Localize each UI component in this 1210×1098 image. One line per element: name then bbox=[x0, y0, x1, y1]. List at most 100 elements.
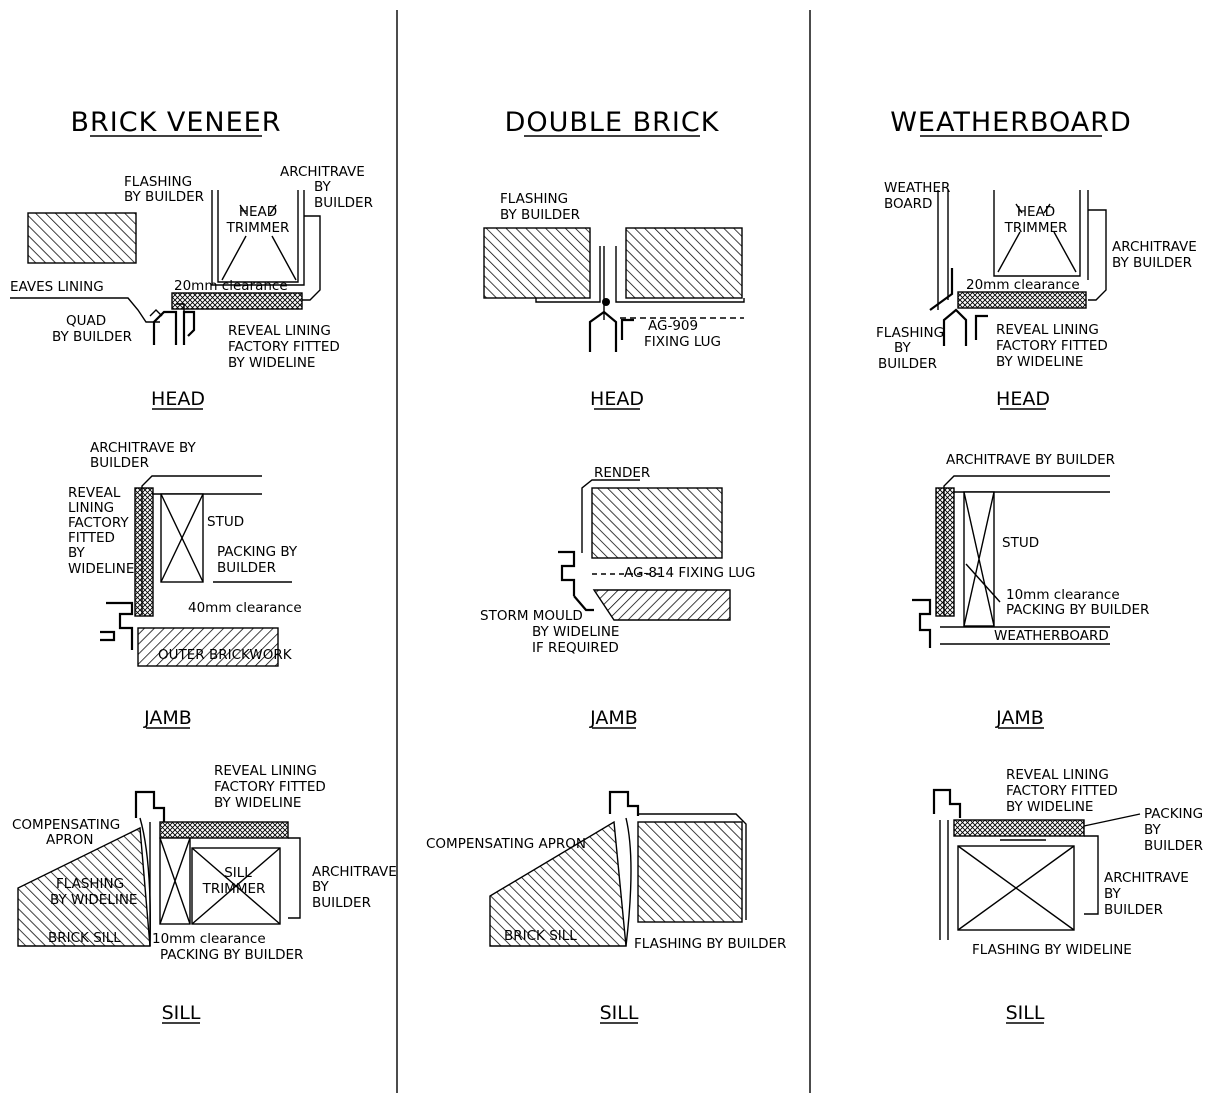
svg-text:FACTORY FITTED: FACTORY FITTED bbox=[214, 779, 326, 795]
brick-sill bbox=[489, 820, 627, 947]
column-title: BRICK VENEER bbox=[71, 107, 282, 138]
column-double-brick: DOUBLE BRICK FLASHING BY BUILDER AG-909 … bbox=[426, 107, 786, 1024]
svg-text:BUILDER: BUILDER bbox=[312, 895, 371, 911]
svg-text:BY: BY bbox=[312, 879, 330, 895]
svg-text:TRIMMER: TRIMMER bbox=[202, 881, 266, 897]
jamb-detail: RENDER AG-814 FIXING LUG STORM MOULD BY … bbox=[480, 465, 755, 729]
svg-text:FACTORY FITTED: FACTORY FITTED bbox=[996, 338, 1108, 354]
head-detail: FLASHING BY BUILDER ARCHITRAVE BY BUILDE… bbox=[10, 164, 373, 410]
svg-text:BY: BY bbox=[894, 340, 912, 356]
svg-text:BUILDER: BUILDER bbox=[878, 356, 937, 372]
column-weatherboard: WEATHERBOARD WEATHER BOARD HEAD TRIMMER … bbox=[876, 107, 1203, 1024]
brick-block bbox=[591, 487, 723, 559]
svg-text:PACKING BY BUILDER: PACKING BY BUILDER bbox=[1006, 602, 1149, 618]
svg-text:20mm clearance: 20mm clearance bbox=[966, 277, 1080, 293]
reveal-lining bbox=[957, 291, 1087, 309]
svg-text:FLASHING: FLASHING bbox=[56, 876, 124, 892]
svg-text:BY BUILDER: BY BUILDER bbox=[124, 189, 204, 205]
svg-text:REVEAL LINING: REVEAL LINING bbox=[228, 323, 331, 339]
svg-text:AG-814 FIXING LUG: AG-814 FIXING LUG bbox=[624, 565, 755, 581]
brick-sill bbox=[17, 826, 151, 947]
reveal-lining bbox=[171, 292, 303, 310]
svg-text:FLASHING: FLASHING bbox=[124, 174, 192, 190]
column-brick-veneer: BRICK VENEER FLASHING BY BUILDER ARCHITR… bbox=[10, 107, 397, 1024]
svg-text:ARCHITRAVE BY BUILDER: ARCHITRAVE BY BUILDER bbox=[946, 452, 1115, 468]
jamb-detail: ARCHITRAVE BY BUILDER REVEAL LINING FACT… bbox=[68, 440, 302, 729]
svg-text:IF REQUIRED: IF REQUIRED bbox=[532, 640, 619, 656]
svg-text:BY WIDELINE: BY WIDELINE bbox=[532, 624, 619, 640]
section-caption: JAMB bbox=[995, 707, 1044, 729]
section-caption: JAMB bbox=[589, 707, 638, 729]
section-caption: SILL bbox=[1006, 1002, 1045, 1024]
svg-text:WEATHERBOARD: WEATHERBOARD bbox=[994, 628, 1109, 644]
svg-text:FLASHING BY BUILDER: FLASHING BY BUILDER bbox=[634, 936, 786, 952]
svg-text:10mm clearance: 10mm clearance bbox=[1006, 587, 1120, 603]
section-caption: HEAD bbox=[151, 388, 205, 410]
section-caption: HEAD bbox=[996, 388, 1050, 410]
brick-block bbox=[27, 212, 137, 264]
svg-text:STUD: STUD bbox=[1002, 535, 1039, 551]
svg-text:ARCHITRAVE: ARCHITRAVE bbox=[312, 864, 397, 880]
svg-text:WEATHER: WEATHER bbox=[884, 180, 950, 196]
sill-detail: COMPENSATING APRON BRICK SILL FLASHING B… bbox=[426, 790, 786, 1024]
svg-text:FACTORY FITTED: FACTORY FITTED bbox=[228, 339, 340, 355]
svg-text:ARCHITRAVE BY: ARCHITRAVE BY bbox=[90, 440, 197, 456]
svg-text:BUILDER: BUILDER bbox=[217, 560, 276, 576]
brick-block bbox=[483, 227, 591, 299]
svg-text:BY BUILDER: BY BUILDER bbox=[1112, 255, 1192, 271]
svg-text:BY: BY bbox=[1144, 822, 1162, 838]
svg-text:BOARD: BOARD bbox=[884, 196, 932, 212]
svg-text:STORM MOULD: STORM MOULD bbox=[480, 608, 583, 624]
svg-text:BY WIDELINE: BY WIDELINE bbox=[228, 355, 315, 371]
svg-text:STUD: STUD bbox=[207, 514, 244, 530]
sill-detail: REVEAL LINING FACTORY FITTED BY WIDELINE… bbox=[932, 767, 1203, 1024]
svg-text:QUAD: QUAD bbox=[66, 313, 106, 329]
svg-text:OUTER BRICKWORK: OUTER BRICKWORK bbox=[158, 647, 293, 663]
svg-text:10mm clearance: 10mm clearance bbox=[152, 931, 266, 947]
svg-text:BUILDER: BUILDER bbox=[1144, 838, 1203, 854]
svg-text:BY WIDELINE: BY WIDELINE bbox=[50, 892, 137, 908]
brick-block bbox=[625, 227, 743, 299]
svg-text:BRICK SILL: BRICK SILL bbox=[48, 930, 121, 946]
svg-text:WIDELINE: WIDELINE bbox=[68, 561, 134, 577]
svg-text:20mm clearance: 20mm clearance bbox=[174, 278, 288, 294]
reveal-lining bbox=[953, 819, 1085, 837]
jamb-detail: ARCHITRAVE BY BUILDER STUD 10mm clearanc… bbox=[912, 452, 1149, 729]
svg-text:BY: BY bbox=[1104, 886, 1122, 902]
svg-text:40mm clearance: 40mm clearance bbox=[188, 600, 302, 616]
svg-text:HEAD: HEAD bbox=[1017, 204, 1055, 220]
svg-text:ARCHITRAVE: ARCHITRAVE bbox=[280, 164, 365, 180]
svg-text:PACKING BY BUILDER: PACKING BY BUILDER bbox=[160, 947, 303, 963]
column-title: WEATHERBOARD bbox=[890, 107, 1132, 138]
svg-text:BY BUILDER: BY BUILDER bbox=[500, 207, 580, 223]
svg-text:RENDER: RENDER bbox=[594, 465, 650, 481]
svg-text:LINING: LINING bbox=[68, 500, 114, 516]
svg-text:REVEAL LINING: REVEAL LINING bbox=[996, 322, 1099, 338]
svg-text:BY WIDELINE: BY WIDELINE bbox=[996, 354, 1083, 370]
section-caption: HEAD bbox=[590, 388, 644, 410]
svg-text:BY BUILDER: BY BUILDER bbox=[52, 329, 132, 345]
svg-text:BRICK SILL: BRICK SILL bbox=[504, 928, 577, 944]
svg-text:BY WIDELINE: BY WIDELINE bbox=[1006, 799, 1093, 815]
svg-text:FITTED: FITTED bbox=[68, 530, 115, 546]
column-title: DOUBLE BRICK bbox=[505, 107, 720, 138]
svg-text:BUILDER: BUILDER bbox=[1104, 902, 1163, 918]
section-caption: JAMB bbox=[143, 707, 192, 729]
svg-text:COMPENSATING APRON: COMPENSATING APRON bbox=[426, 836, 586, 852]
svg-text:REVEAL LINING: REVEAL LINING bbox=[214, 763, 317, 779]
svg-text:HEAD: HEAD bbox=[239, 204, 277, 220]
svg-text:FACTORY FITTED: FACTORY FITTED bbox=[1006, 783, 1118, 799]
svg-text:SILL: SILL bbox=[224, 865, 252, 881]
svg-text:BY: BY bbox=[314, 179, 332, 195]
reveal-lining bbox=[134, 487, 154, 617]
svg-text:REVEAL LINING: REVEAL LINING bbox=[1006, 767, 1109, 783]
outer-brickwork bbox=[137, 627, 279, 667]
svg-text:TRIMMER: TRIMMER bbox=[226, 220, 290, 236]
head-detail: FLASHING BY BUILDER AG-909 FIXING LUG HE… bbox=[483, 191, 745, 410]
reveal-lining bbox=[935, 487, 955, 617]
svg-text:PACKING: PACKING bbox=[1144, 806, 1203, 822]
svg-text:FIXING LUG: FIXING LUG bbox=[644, 334, 721, 350]
brick-block bbox=[592, 589, 731, 621]
svg-text:AG-909: AG-909 bbox=[648, 318, 698, 334]
